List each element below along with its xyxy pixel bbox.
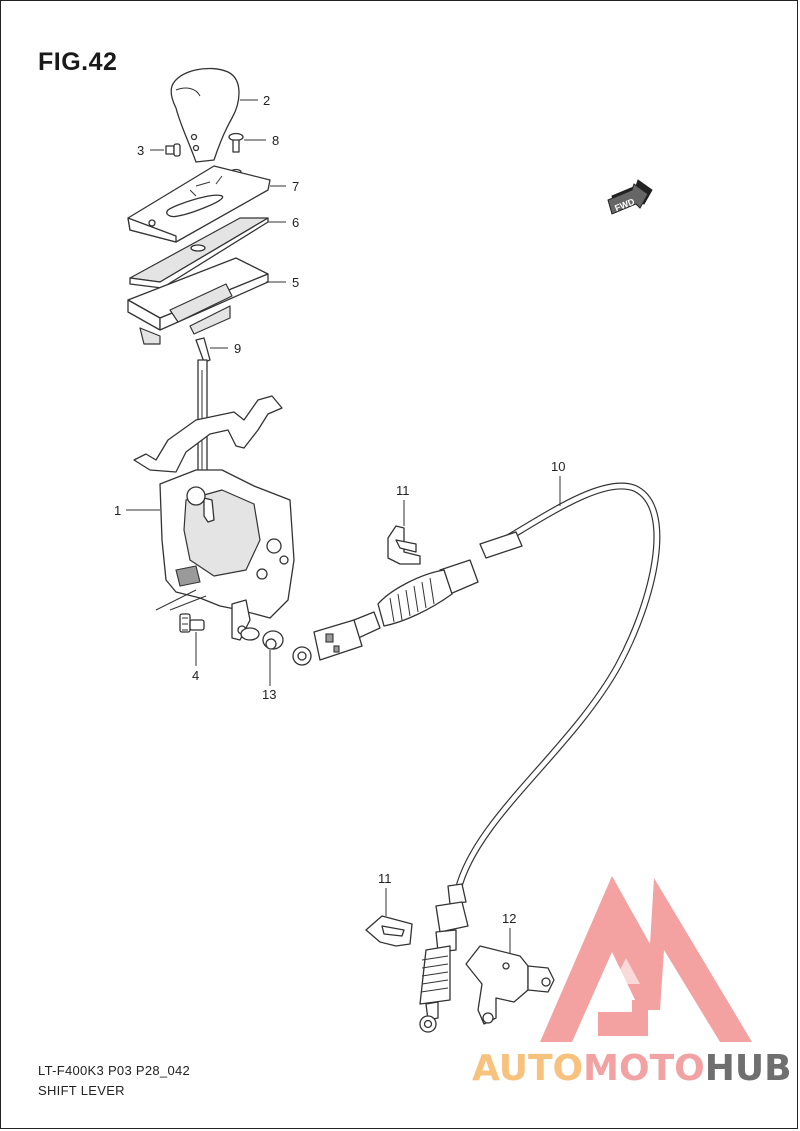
screw-part-3 (165, 143, 181, 157)
callout-11-lower: 11 (378, 871, 392, 886)
gasket-part (129, 217, 269, 289)
forward-direction-arrow: FWD (607, 179, 653, 215)
callout-4: 4 (192, 668, 199, 683)
callout-2: 2 (263, 93, 270, 108)
callout-3: 3 (137, 143, 144, 158)
boot-plate-part (127, 257, 269, 345)
assembly-name-caption: SHIFT LEVER (38, 1083, 125, 1098)
screw-part-8 (228, 132, 244, 176)
watermark-moto: MOTO (583, 1048, 705, 1089)
bushing-part (240, 627, 284, 650)
watermark-auto: AUTO (472, 1048, 584, 1089)
cable-bracket-part (465, 945, 555, 1025)
callout-7: 7 (292, 179, 299, 194)
callout-13: 13 (262, 687, 276, 702)
leader-lines (126, 99, 561, 954)
shift-gate-plate-part (127, 165, 271, 243)
callout-6: 6 (292, 215, 299, 230)
callout-11-upper: 11 (396, 483, 410, 498)
callout-labels: 2 3 8 7 6 5 9 1 4 13 10 11 11 12 (114, 93, 565, 926)
shift-cable-part (292, 482, 661, 1033)
cable-clip-lower-part (365, 915, 413, 947)
cable-clip-upper-part (387, 525, 421, 565)
figure-title: FIG.42 (38, 48, 118, 76)
lever-rod-part (195, 337, 211, 493)
callout-1: 1 (114, 503, 121, 518)
watermark-hub: HUB (704, 1048, 792, 1089)
watermark-logo (540, 876, 752, 1042)
callout-8: 8 (272, 133, 279, 148)
callout-12: 12 (502, 911, 516, 926)
callout-10: 10 (551, 459, 565, 474)
callout-9: 9 (234, 341, 241, 356)
bolt-part-4 (179, 613, 205, 633)
model-code-caption: LT-F400K3 P03 P28_042 (38, 1063, 191, 1078)
watermark-text: AUTOMOTOHUB (472, 1048, 792, 1089)
shift-lever-assembly-part (133, 395, 295, 641)
shift-knob-part (170, 67, 240, 163)
callout-5: 5 (292, 275, 299, 290)
